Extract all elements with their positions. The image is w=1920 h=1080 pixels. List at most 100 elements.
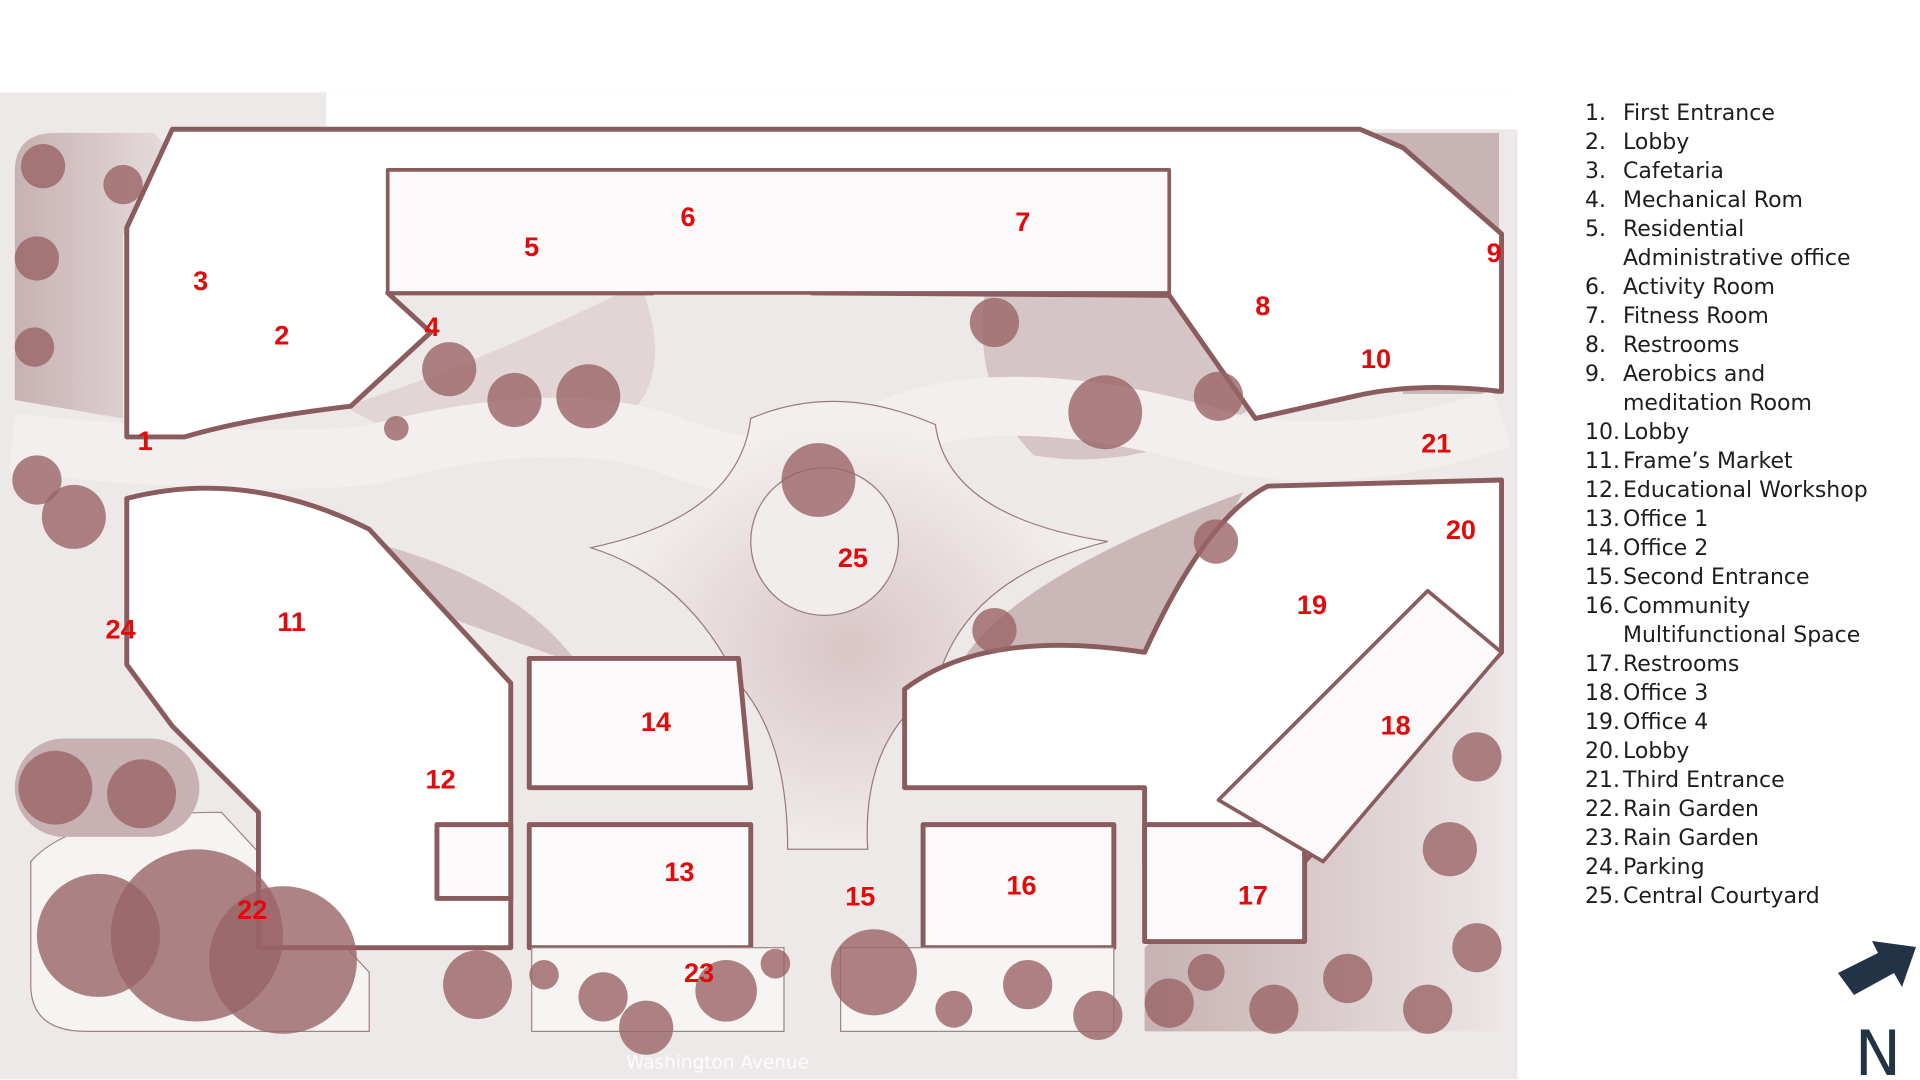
tree-icon — [12, 455, 62, 505]
tree-icon — [36, 873, 160, 997]
legend-item: 5. Residential Administrative office — [1585, 215, 1873, 273]
room-label: 5 — [524, 231, 539, 262]
legend-number: 6. — [1585, 275, 1606, 300]
room-label: 9 — [1487, 237, 1502, 268]
legend-text: Restrooms — [1623, 333, 1740, 358]
legend-item: 24.Parking — [1585, 853, 1873, 882]
building-walls — [124, 126, 1505, 951]
legend-text: Aerobics and meditation Room — [1623, 362, 1812, 416]
trees — [12, 144, 1502, 1055]
legend-item: 12.Educational Workshop — [1585, 476, 1873, 505]
legend-number: 18. — [1585, 681, 1620, 706]
legend-text: Restrooms — [1623, 652, 1740, 677]
room-label: 17 — [1238, 879, 1268, 910]
room-label: 10 — [1361, 343, 1391, 374]
tree-icon — [556, 364, 621, 429]
tree-icon — [695, 960, 757, 1022]
legend-item: 4. Mechanical Rom — [1585, 186, 1873, 215]
tree-icon — [487, 372, 542, 428]
legend-number: 11. — [1585, 449, 1620, 474]
room-label: 2 — [274, 319, 289, 350]
legend-item: 14.Office 2 — [1585, 534, 1873, 563]
tree-icon — [529, 960, 559, 990]
legend-text: Rain Garden — [1623, 797, 1759, 822]
room-label: 13 — [664, 856, 694, 887]
legend-number: 9. — [1585, 362, 1606, 387]
tree-icon — [103, 164, 143, 205]
legend-number: 2. — [1585, 130, 1606, 155]
legend-item: 2. Lobby — [1585, 128, 1873, 157]
legend-item: 10.Lobby — [1585, 418, 1873, 447]
legend-number: 4. — [1585, 188, 1606, 213]
room-label: 7 — [1015, 206, 1030, 237]
room-label: 21 — [1421, 428, 1451, 459]
legend-item: 19.Office 4 — [1585, 708, 1873, 737]
legend-text: Rain Garden — [1623, 826, 1759, 851]
room-label: 12 — [426, 764, 456, 795]
legend-number: 5. — [1585, 217, 1606, 242]
legend-number: 21. — [1585, 768, 1620, 793]
tree-icon — [760, 948, 791, 979]
street-label: Washington Avenue — [626, 1052, 809, 1073]
tree-icon — [1193, 519, 1239, 564]
legend-text: Educational Workshop — [1623, 478, 1868, 503]
legend-number: 3. — [1585, 159, 1606, 184]
tree-icon — [1403, 984, 1453, 1034]
legend-text: Mechanical Rom — [1623, 188, 1803, 213]
tree-icon — [935, 990, 973, 1028]
tree-icon — [969, 297, 1020, 348]
legend-number: 17. — [1585, 652, 1620, 677]
tree-icon — [1003, 960, 1053, 1010]
tree-icon — [41, 484, 106, 549]
legend-item: 8.Restrooms — [1585, 331, 1873, 360]
tree-icon — [422, 342, 477, 397]
legend-number: 23. — [1585, 826, 1620, 851]
legend-number: 20. — [1585, 739, 1620, 764]
legend-item: 3. Cafetaria — [1585, 157, 1873, 186]
tree-icon — [14, 327, 55, 367]
tree-icon — [972, 608, 1017, 653]
legend-text: Parking — [1623, 855, 1705, 880]
room-label: 15 — [845, 881, 875, 912]
tree-icon — [1073, 990, 1123, 1040]
tree-icon — [209, 886, 357, 1034]
tree-icon — [1068, 375, 1143, 450]
legend-text: First Entrance — [1623, 101, 1775, 126]
legend-item: 13.Office 1 — [1585, 505, 1873, 534]
tree-icon — [1323, 953, 1373, 1004]
legend-number: 15. — [1585, 565, 1620, 590]
central-courtyard — [588, 400, 1108, 850]
legend-text: Activity Room — [1623, 275, 1775, 300]
legend-text: Fitness Room — [1623, 304, 1769, 329]
room-label: 11 — [277, 606, 306, 637]
room-label: 23 — [684, 957, 714, 988]
tree-icon — [384, 416, 409, 441]
room-label: 3 — [193, 265, 208, 296]
tree-icon — [1144, 978, 1194, 1028]
legend-text: Community Multifunctional Space — [1623, 594, 1861, 648]
tree-icon — [1249, 984, 1299, 1034]
legend-text: Cafetaria — [1623, 159, 1724, 184]
legend-text: Second Entrance — [1623, 565, 1810, 590]
legend-text: Lobby — [1623, 420, 1690, 445]
room-label: 20 — [1446, 514, 1476, 545]
tree-icon — [107, 759, 176, 829]
legend-item: 9. Aerobics and meditation Room — [1585, 360, 1873, 418]
legend-text: Residential Administrative office — [1623, 217, 1851, 271]
legend-number: 16. — [1585, 594, 1620, 619]
north-arrow-icon: N — [1838, 941, 1916, 1080]
tree-icon — [1452, 732, 1502, 782]
legend-item: 21.Third Entrance — [1585, 766, 1873, 795]
tree-icon — [619, 1000, 674, 1055]
tree-icon — [578, 972, 628, 1022]
legend-number: 25. — [1585, 884, 1620, 909]
room-label: 6 — [680, 201, 695, 232]
legend-text: Lobby — [1623, 739, 1690, 764]
legend-text: Office 3 — [1623, 681, 1709, 706]
legend-number: 24. — [1585, 855, 1620, 880]
legend-item: 6. Activity Room — [1585, 273, 1873, 302]
tree-icon — [830, 929, 917, 1016]
legend-text: Lobby — [1623, 130, 1690, 155]
